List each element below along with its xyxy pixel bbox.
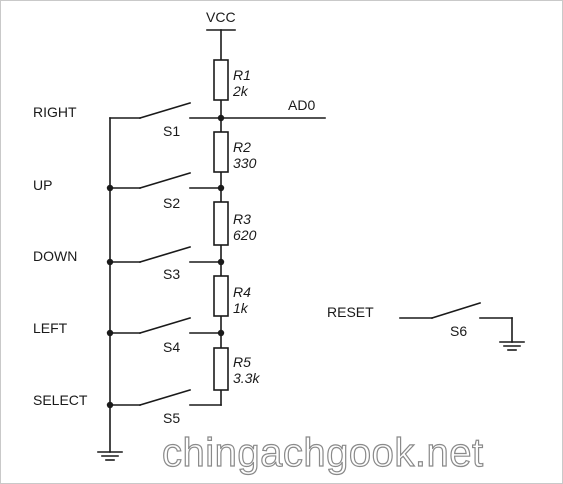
ad0-label: AD0 [288,97,315,113]
resistor-r4-name: R4 [233,284,251,300]
resistor-r2 [213,131,229,173]
junction-dot-s4 [217,329,225,337]
junction-dot-ad0 [217,114,225,122]
junction-dot-bus-select [106,401,114,409]
switch-label-s2: S2 [163,195,180,211]
switch-label-s5: S5 [163,410,180,426]
junction-dot-s2 [217,184,225,192]
resistor-r4 [213,275,229,317]
resistor-r1-name: R1 [233,67,251,83]
resistor-r4-value: 1k [233,300,249,316]
switch-label-s6: S6 [450,323,467,339]
vcc-supply-symbol [206,29,236,61]
junction-dot-s3 [217,258,225,266]
junction-dot-bus-left [106,329,114,337]
resistor-r3-name: R3 [233,211,251,227]
resistor-r5 [213,347,229,391]
junction-dot-bus-down [106,258,114,266]
resistor-r3 [213,201,229,246]
resistor-r1-value: 2k [232,83,249,99]
resistor-r1 [213,59,229,101]
resistor-r3-value: 620 [233,227,257,243]
switch-label-s3: S3 [163,266,180,282]
common-bus-wire [109,117,141,453]
button-label-left: LEFT [33,320,68,336]
resistor-r2-name: R2 [233,139,251,155]
ground-symbol-reset [499,341,525,351]
reset-label: RESET [327,304,374,320]
vcc-label: VCC [206,9,236,25]
switch-s6 [399,301,513,343]
junction-dot-bus-up [106,184,114,192]
switch-s1 [139,102,222,119]
resistor-r5-value: 3.3k [233,370,260,386]
watermark-text: chingachgook.net [162,431,484,475]
button-label-down: DOWN [33,248,77,264]
switch-s3 [109,246,222,263]
switch-label-s4: S4 [163,339,180,355]
switch-label-s1: S1 [163,123,180,139]
switch-s4 [109,317,222,334]
resistor-r5-name: R5 [233,354,251,370]
switch-s2 [109,172,222,189]
resistor-r2-value: 330 [233,155,257,171]
ground-symbol-bus [97,451,123,461]
button-label-up: UP [33,177,52,193]
switch-s5 [109,389,222,406]
button-label-select: SELECT [33,392,88,408]
button-label-right: RIGHT [33,104,77,120]
